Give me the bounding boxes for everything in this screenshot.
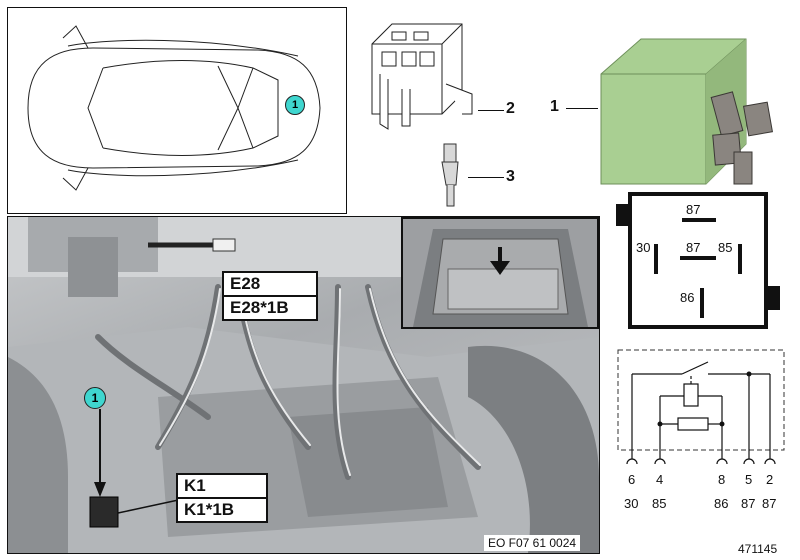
pin-number-2: 4: [656, 472, 664, 487]
pin-number-1: 6: [628, 472, 636, 487]
car-location-panel: 1: [7, 7, 347, 214]
pin-slot-left: [654, 244, 658, 274]
connector-label-e28-1b: E28*1B: [222, 295, 318, 321]
callout-relay-number: 1: [550, 98, 559, 115]
relay-schematic: [617, 349, 785, 464]
terminal-label-3: 86: [714, 496, 729, 511]
pin-label-right: 85: [718, 240, 733, 255]
terminal-label-4: 87: [741, 496, 756, 511]
pin-number-5: 2: [766, 472, 774, 487]
pin-slot-top: [682, 218, 716, 222]
terminal-label-2: 85: [652, 496, 667, 511]
relay-pin-face: 87 30 87 85 86: [628, 192, 768, 329]
car-location-marker: 1: [285, 95, 305, 115]
relay-face-latch-right: [768, 286, 780, 310]
schematic-terminal-labels: 30 85 86 87 87: [612, 496, 792, 512]
terminal-label-1: 30: [624, 496, 639, 511]
schematic-pin-numbers: 6 4 8 5 2: [612, 472, 792, 488]
pin-label-center: 87: [686, 240, 701, 255]
pin-slot-right: [738, 244, 742, 274]
callout-holder-leader: [478, 110, 504, 111]
terminal-label-5: 87: [762, 496, 777, 511]
pin-slot-center: [680, 256, 716, 260]
pin-number-4: 5: [745, 472, 753, 487]
pin-label-left: 30: [636, 240, 651, 255]
trunk-artwork: [413, 229, 588, 327]
connector-label-k1: K1: [176, 473, 268, 499]
callout-contact-leader: [468, 177, 504, 178]
document-number: 471145: [738, 542, 778, 556]
car-outline: [27, 25, 321, 191]
connector-label-e28: E28: [222, 271, 318, 297]
relay-drawing: [600, 38, 774, 185]
pin-slot-bottom: [700, 288, 704, 318]
photo-reference-code: EO F07 61 0024: [484, 535, 581, 551]
pin-label-top: 87: [686, 202, 701, 217]
callout-relay-leader: [566, 108, 598, 109]
callout-contact-number: 3: [506, 168, 515, 185]
contact-terminal-drawing: [441, 143, 459, 207]
trunk-inset-photo: [401, 217, 599, 329]
callout-holder-number: 2: [506, 100, 515, 117]
pin-number-3: 8: [718, 472, 726, 487]
photo-location-marker: 1: [84, 387, 106, 409]
relay-face-latch-left: [616, 204, 628, 226]
connector-label-k1-1b: K1*1B: [176, 497, 268, 523]
pin-label-bottom: 86: [680, 290, 695, 305]
engine-bay-photo: 1 E28 E28*1B K1 K1*1B EO F07 61 0024: [7, 216, 600, 554]
relay-holder-drawing: [371, 23, 473, 130]
